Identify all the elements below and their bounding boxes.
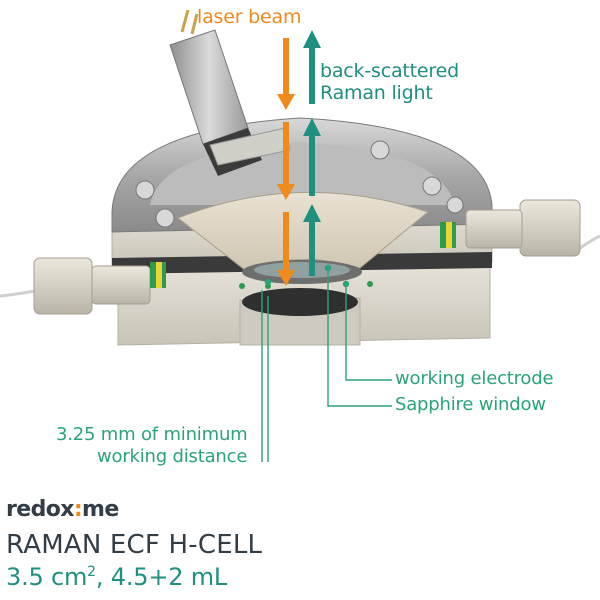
area-exponent: 2: [87, 564, 96, 580]
raman-light-arrows: [303, 30, 321, 276]
laser-beam-arrows: [277, 38, 295, 286]
raman-probe: [169, 9, 291, 176]
brand-name-part1: redox: [6, 497, 74, 522]
back-scattered-label-line2: Raman light: [320, 82, 433, 104]
brand-name-part2: me: [82, 497, 119, 522]
area-value: 3.5 cm: [6, 563, 88, 591]
callout-leaders: [261, 264, 392, 462]
left-fitting: [33, 257, 166, 315]
back-scattered-label-line1: back-scattered: [320, 60, 459, 82]
right-fitting: [440, 199, 581, 257]
lower-base-block: [117, 265, 491, 346]
product-specs: 3.5 cm2, 4.5+2 mL: [6, 563, 227, 591]
working-distance-label-line2: working distance: [97, 446, 248, 467]
working-distance-label-line1: 3.25 mm of minimum: [56, 424, 248, 445]
sapphire-window-label: Sapphire window: [395, 394, 546, 415]
product-name: RAMAN ECF H-CELL: [6, 530, 263, 560]
working-electrode-label: working electrode: [395, 368, 554, 389]
laser-beam-label: laser beam: [197, 6, 302, 28]
brand-separator: :: [73, 497, 83, 522]
brand-logo: redox:me: [6, 497, 119, 522]
volume-value: , 4.5+2 mL: [95, 563, 228, 591]
